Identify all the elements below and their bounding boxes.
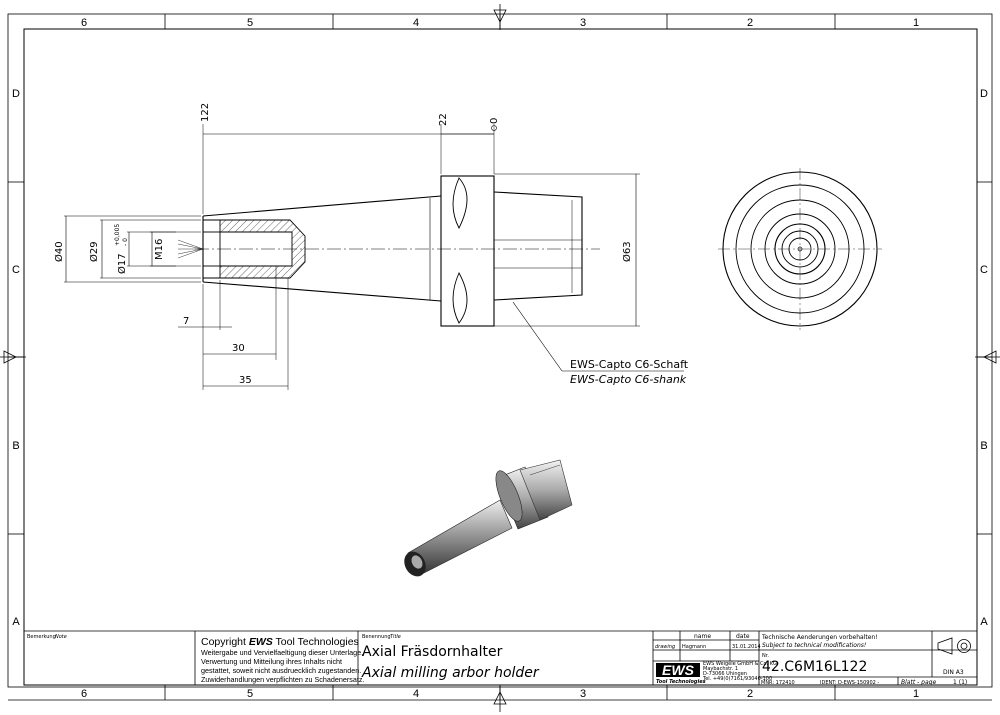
- callout-text-de: EWS-Capto C6-Schaft: [570, 358, 689, 371]
- zone-row-label: D: [980, 88, 988, 100]
- zone-row-label: A: [12, 616, 20, 628]
- title-english: Axial milling arbor holder: [361, 665, 540, 681]
- callout-leader: [512, 301, 684, 372]
- zone-col-label: 5: [247, 688, 253, 700]
- sheet-frame: [7, 13, 993, 688]
- projection-symbol-icon: [937, 637, 971, 655]
- centering-marks: [0, 4, 1000, 712]
- copyright-line: Zuwiderhandlungen verpflichten zu Schade…: [201, 675, 364, 684]
- dim-length-30: 30: [232, 343, 245, 354]
- end-view: [718, 168, 882, 330]
- drawn-date: 31.01.2014: [732, 644, 761, 650]
- dim-tolerance-upper: +0,005: [114, 224, 121, 246]
- zone-labels-right: D C B A: [980, 88, 988, 628]
- drawn-by-name: Hagmann: [682, 644, 706, 650]
- row-drawing-label: drawing: [655, 644, 675, 650]
- extension-lines: [64, 124, 640, 390]
- callout-text-en: EWS-Capto C6-shank: [570, 373, 687, 386]
- zone-labels-bottom: 6 5 4 3 2 1: [81, 688, 919, 700]
- column-date-header: date: [736, 633, 750, 640]
- zone-col-label: 3: [580, 688, 586, 700]
- dim-length-122: 122: [200, 103, 211, 122]
- zone-col-label: 4: [413, 688, 419, 700]
- dim-tolerance-lower: - 0: [122, 238, 129, 246]
- zone-col-label: 2: [747, 17, 753, 29]
- zone-col-label: 2: [747, 688, 753, 700]
- remark-label: Bemerkung: [27, 634, 56, 640]
- sheet-page-label: Blatt - page: [901, 679, 936, 686]
- dim-length-0: 0: [489, 118, 500, 124]
- ews-logo-box: [656, 663, 700, 677]
- dimension-lines: [65, 133, 637, 387]
- zone-row-label: B: [12, 440, 19, 452]
- mnr-number: MNR: 172410: [761, 680, 795, 686]
- zone-ticks: [8, 14, 992, 701]
- zone-labels-top: 6 5 4 3 2 1: [81, 17, 919, 29]
- zone-row-label: C: [980, 264, 988, 276]
- remark-label-en: Note: [55, 634, 67, 640]
- isometric-render: [404, 459, 573, 577]
- dim-dia-40: Ø40: [53, 241, 65, 262]
- sheet-format: DIN A3: [943, 669, 964, 676]
- ident-number: IDENT: D-EWS-150902 -: [820, 680, 879, 686]
- title-block: Bemerkung Note Copyright EWS Tool Techno…: [24, 630, 977, 686]
- zone-col-label: 4: [413, 17, 419, 29]
- zone-col-label: 6: [81, 688, 87, 700]
- title-german: Axial Fräsdornhalter: [362, 644, 503, 660]
- dim-dia-29: Ø29: [88, 241, 100, 262]
- zone-row-label: A: [980, 616, 988, 628]
- dim-dia-17: Ø17: [116, 253, 128, 274]
- part-number: 42.C6M16L122: [762, 659, 867, 675]
- dim-length-35: 35: [239, 375, 252, 386]
- address-line: Tel. +49(0)7161/93040-100: [702, 676, 772, 682]
- zone-col-label: 5: [247, 17, 253, 29]
- dim-length-7: 7: [183, 316, 189, 327]
- dim-length-22: 22: [438, 113, 449, 126]
- copyright-heading: Copyright EWS Tool Technologies: [201, 636, 359, 648]
- cone-outline: [202, 195, 442, 302]
- part-number-label: Nr.: [762, 653, 769, 659]
- zone-row-label: B: [980, 440, 987, 452]
- zone-row-label: D: [12, 88, 20, 100]
- address-line: Maybachstr. 1: [703, 666, 738, 672]
- copyright-line: Verwertung und Mitteilung ihres Inhalts …: [201, 657, 342, 666]
- zone-row-label: C: [12, 264, 20, 276]
- column-name-header: name: [694, 633, 711, 640]
- drill-point-rays: [177, 239, 204, 259]
- zone-col-label: 6: [81, 17, 87, 29]
- zone-col-label: 1: [913, 17, 919, 29]
- zone-col-label: 1: [913, 688, 919, 700]
- side-view: 122 22 0 Ø40 Ø29 Ø17 +0,005 - 0 M16 Ø63 …: [53, 103, 689, 390]
- copyright-line: Weitergabe und Vervielfaeltigung dieser …: [201, 648, 363, 657]
- flange: [440, 175, 495, 327]
- dim-dia-63: Ø63: [621, 241, 633, 262]
- capto-shank: [493, 191, 583, 301]
- title-field-label: Benennung: [362, 634, 391, 640]
- dim-thread-m16: M16: [154, 239, 165, 260]
- copyright-line: gestattet, soweit nicht ausdruecklich zu…: [201, 666, 361, 675]
- zero-origin-marker: [491, 125, 497, 131]
- title-field-label-en: Title: [390, 634, 401, 640]
- sheet-page-value: 1 (1): [953, 679, 967, 686]
- bore-outline: [202, 219, 292, 279]
- ews-logo-subtitle: Tool Technologies: [656, 679, 706, 685]
- zone-col-label: 3: [580, 17, 586, 29]
- modification-note-en: Subject to technical modifications!: [762, 642, 866, 649]
- address-line: EWS Weigele GmbH & Co. KG: [703, 661, 777, 667]
- address-line: D-73066 Uhingen: [703, 671, 747, 677]
- ews-logo: EWS: [662, 662, 695, 678]
- zone-labels-left: D C B A: [12, 88, 20, 628]
- modification-note-de: Technische Aenderungen vorbehalten!: [761, 634, 878, 641]
